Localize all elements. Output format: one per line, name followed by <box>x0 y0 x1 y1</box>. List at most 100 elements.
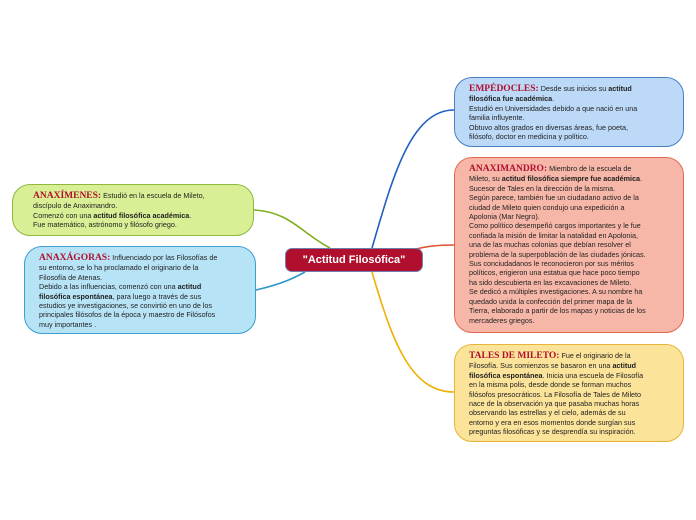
topic-name: ANAXÍMENES: <box>33 191 102 201</box>
text-line: Fue matemático, astrónomo y filósofo gri… <box>33 220 243 229</box>
text-line: estudios ye investigaciones, se convirti… <box>39 301 245 310</box>
topic-anaxagoras[interactable]: ANAXÁGORAS: Influenciado por las Filosof… <box>24 246 256 334</box>
bold-text: filosófica espontánea <box>469 370 543 380</box>
text-line: ANAXÁGORAS: Influenciado por las Filosof… <box>39 253 245 263</box>
bold-text: actitud <box>608 84 632 93</box>
text-line: filósofo, doctor en medicina y político. <box>469 132 673 141</box>
topic-empedocles[interactable]: EMPÉDOCLES: Desde sus inicios su actitud… <box>454 77 684 147</box>
text-line: nace de la observación ya que pasaba muc… <box>469 399 673 408</box>
text-line: TALES DE MILETO: Fue el originario de la <box>469 351 673 361</box>
topic-tales-de-mileto[interactable]: TALES DE MILETO: Fue el originario de la… <box>454 344 684 442</box>
topic-tales-text: TALES DE MILETO: Fue el originario de la… <box>469 351 673 437</box>
text-segment: ha sido descubierta en las excavaciones … <box>469 277 632 287</box>
text-segment: Se dedicó a múltiples investigaciones. A… <box>469 287 643 297</box>
central-topic-label: "Actitud Filosófica" <box>302 254 406 266</box>
text-segment: familia influyente. <box>469 113 525 123</box>
text-line: ANAXÍMENES: Estudió en la escuela de Mil… <box>33 191 243 201</box>
text-line: Sucesor de Tales en la dirección de la m… <box>469 184 673 193</box>
text-segment: observando las estrellas y el cielo, ade… <box>469 408 626 418</box>
text-segment: . <box>189 210 192 220</box>
text-segment: preguntas filosóficas y se desprendía su… <box>469 427 636 437</box>
text-segment: Sus conciudadanos le reconocieron por su… <box>469 259 635 269</box>
text-segment: , para luego a través de sus <box>112 291 202 301</box>
text-line: principales filósofos de la época y maes… <box>39 310 245 319</box>
text-segment: Mileto, su <box>469 174 502 184</box>
text-line: Como político desempeñó cargos important… <box>469 221 673 230</box>
text-line: Filosofía. Sus comienzos se basaron en u… <box>469 361 673 370</box>
text-segment: Influenciado por las Filosofías de <box>112 253 218 262</box>
text-segment: Miembro de la escuela de <box>549 164 632 173</box>
text-line: Mileto, su actitud filosófica siempre fu… <box>469 174 673 183</box>
text-segment: entorno y era en esos momentos donde sur… <box>469 417 636 427</box>
text-line: filosófica fue académica. <box>469 94 673 103</box>
bold-text: filosófica fue académica <box>469 94 553 104</box>
bold-text: filosófica espontánea <box>39 291 113 301</box>
text-segment: . <box>639 174 642 184</box>
text-segment: . <box>552 94 555 104</box>
text-segment: . Inicia una escuela de Filosofía <box>542 370 644 380</box>
text-segment: su entorno, se lo ha proclamado el origi… <box>39 263 199 273</box>
text-segment: quedado unida la confección del primer m… <box>469 296 633 306</box>
text-line: Sus conciudadanos le reconocieron por su… <box>469 259 673 268</box>
text-segment: Desde sus inicios su <box>540 84 609 93</box>
text-segment: ciudad de Mileto quien condujo una exped… <box>469 202 625 212</box>
text-segment: Estudió en la escuela de Mileto, <box>103 191 205 200</box>
text-line: Comenzó con una actitud filosófica acadé… <box>33 211 243 220</box>
central-topic[interactable]: "Actitud Filosófica" <box>285 248 423 272</box>
text-segment: estudios ye investigaciones, se convirti… <box>39 301 213 311</box>
text-segment: nace de la observación ya que pasaba muc… <box>469 399 640 409</box>
text-line: observando las estrellas y el cielo, ade… <box>469 408 673 417</box>
text-line: familia influyente. <box>469 113 673 122</box>
text-line: problema de la superpoblación de las ciu… <box>469 250 673 259</box>
topic-anaxagoras-text: ANAXÁGORAS: Influenciado por las Filosof… <box>39 253 245 329</box>
text-line: ha sido descubierta en las excavaciones … <box>469 278 673 287</box>
text-segment: Según parece, también fue un ciudadano a… <box>469 193 639 203</box>
text-segment: filósofo, doctor en medicina y político. <box>469 132 589 142</box>
text-segment: políticos, erigieron una estatua que hac… <box>469 268 640 278</box>
text-line: Tierra, elaborado a partir de los mapas … <box>469 306 673 315</box>
text-segment: en la misma polis, desde donde se forman… <box>469 380 632 390</box>
topic-empedocles-text: EMPÉDOCLES: Desde sus inicios su actitud… <box>469 84 673 141</box>
text-line: Apolonia (Mar Negro). <box>469 212 673 221</box>
text-line: políticos, erigieron una estatua que hac… <box>469 268 673 277</box>
text-segment: Comenzó con una <box>33 210 94 220</box>
text-line: quedado unida la confección del primer m… <box>469 297 673 306</box>
text-line: preguntas filosóficas y se desprendía su… <box>469 427 673 436</box>
text-line: Obtuvo altos grados en diversas áreas, f… <box>469 123 673 132</box>
link-anaximenes <box>253 209 331 249</box>
topic-anaximenes-text: ANAXÍMENES: Estudió en la escuela de Mil… <box>33 191 243 230</box>
text-segment: filósofos presocráticos. La Filosofía de… <box>469 389 642 399</box>
bold-text: actitud filosófica académica <box>93 210 190 220</box>
text-line: una de las muchas colonias que debían re… <box>469 240 673 249</box>
text-segment: problema de la superpoblación de las ciu… <box>469 249 646 259</box>
text-line: Se dedicó a múltiples investigaciones. A… <box>469 287 673 296</box>
text-segment: Estudió en Universidades debido a que na… <box>469 103 638 113</box>
topic-name: ANAXIMANDRO: <box>469 164 548 174</box>
link-empedocles <box>371 109 455 249</box>
text-line: EMPÉDOCLES: Desde sus inicios su actitud <box>469 84 673 94</box>
text-line: en la misma polis, desde donde se forman… <box>469 380 673 389</box>
topic-name: ANAXÁGORAS: <box>39 253 111 263</box>
text-line: muy importantes . <box>39 320 245 329</box>
bold-text: actitud <box>612 361 636 371</box>
text-line: filosófica espontánea, para luego a trav… <box>39 292 245 301</box>
text-segment: muy importantes . <box>39 319 97 329</box>
text-segment: Fue matemático, astrónomo y filósofo gri… <box>33 220 177 230</box>
bold-text: actitud filosófica siempre fue académica <box>501 174 640 184</box>
text-line: Según parece, también fue un ciudadano a… <box>469 193 673 202</box>
text-line: entorno y era en esos momentos donde sur… <box>469 418 673 427</box>
text-segment: Filosofía de Atenas. <box>39 272 103 282</box>
text-line: confiada la misión de limitar la natalid… <box>469 231 673 240</box>
text-line: filósofos presocráticos. La Filosofía de… <box>469 390 673 399</box>
bold-text: actitud <box>177 282 202 292</box>
link-tales <box>371 271 455 393</box>
text-segment: discípulo de Anaximandro. <box>33 201 118 211</box>
topic-anaximenes[interactable]: ANAXÍMENES: Estudió en la escuela de Mil… <box>12 184 254 236</box>
text-line: discípulo de Anaximandro. <box>33 201 243 210</box>
text-segment: Obtuvo altos grados en diversas áreas, f… <box>469 122 629 132</box>
text-line: mercaderes griegos. <box>469 316 673 325</box>
text-segment: Debido a las influencias, comenzó con un… <box>39 282 178 292</box>
text-segment: confiada la misión de limitar la natalid… <box>469 230 639 240</box>
